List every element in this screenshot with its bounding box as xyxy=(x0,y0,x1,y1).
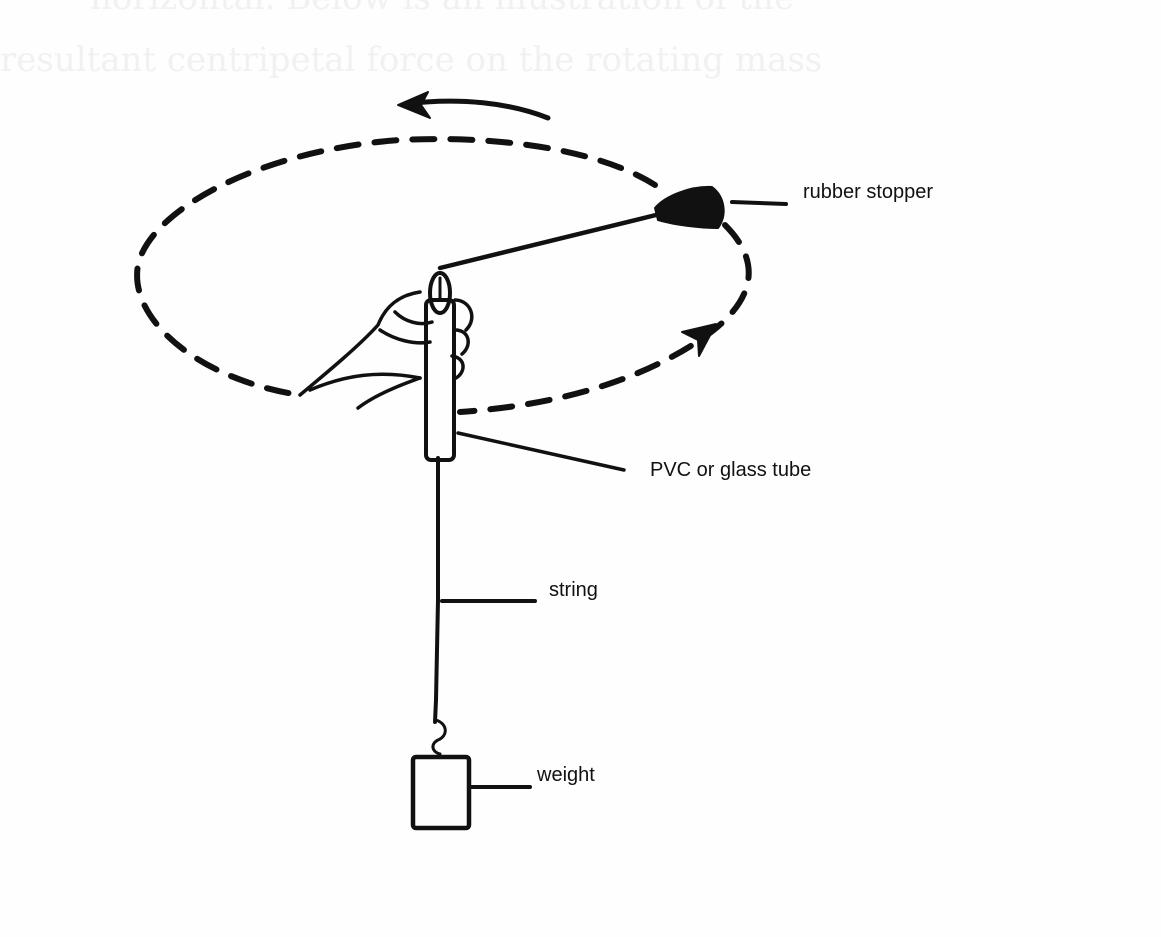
rotation-arrow-side xyxy=(681,323,717,357)
leader-rubber-stopper xyxy=(730,200,788,206)
hanging-weight xyxy=(410,754,472,831)
string-vertical-segment xyxy=(433,456,440,724)
label-string: string xyxy=(549,579,598,601)
label-tube: PVC or glass tube xyxy=(650,459,812,481)
weight-hook xyxy=(431,718,447,756)
label-weight: weight xyxy=(537,764,595,786)
tube xyxy=(424,271,456,462)
show-through-text-line-1: horizontal. Below is an illustration of … xyxy=(90,0,794,18)
show-through-text-line-2: resultant centripetal force on the rotat… xyxy=(0,40,823,80)
string-horizontal-segment xyxy=(437,211,663,271)
circular-path-dashed xyxy=(134,136,752,415)
label-rubber-stopper: rubber stopper xyxy=(803,181,934,203)
leader-tube xyxy=(456,431,626,472)
hand xyxy=(298,290,474,410)
rubber-stopper xyxy=(654,185,725,229)
rotation-arrow-top xyxy=(397,91,551,121)
